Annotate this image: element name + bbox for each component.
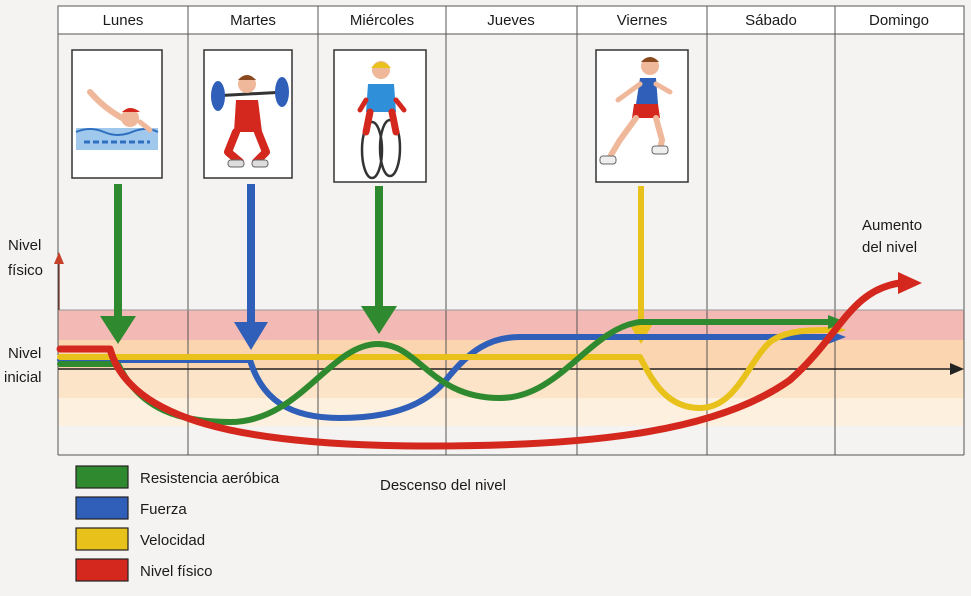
cyclist-icon [333, 49, 427, 183]
day-label-lunes: Lunes [103, 12, 144, 29]
arrow-miercoles-aerobic [361, 186, 397, 334]
adaptation-curves [56, 272, 922, 450]
svg-text:Nivel físico: Nivel físico [140, 563, 213, 580]
day-label-martes: Martes [230, 12, 276, 29]
label-aumento-2: del nivel [862, 239, 917, 256]
runner-icon [595, 49, 689, 183]
vertical-axis-marker [54, 252, 64, 310]
band-middle [58, 370, 964, 398]
day-grid [57, 5, 965, 456]
arrow-viernes-speed [628, 186, 654, 344]
legend-item-nivel-fisico: Nivel físico [75, 558, 213, 582]
label-nivel-inicial-2: inicial [4, 369, 42, 386]
label-nivel-fisico-2: físico [8, 262, 43, 279]
legend-item-fuerza: Fuerza [75, 496, 187, 520]
legend-item-velocidad: Velocidad [75, 527, 205, 551]
day-labels: Lunes Martes Miércoles Jueves Viernes Sá… [103, 12, 929, 29]
day-label-jueves: Jueves [487, 12, 535, 29]
header-frame [57, 5, 965, 35]
legend-item-resistencia: Resistencia aeróbica [75, 465, 280, 489]
weightlifter-icon [203, 49, 293, 179]
label-nivel-fisico-1: Nivel [8, 237, 41, 254]
swimmer-icon [71, 49, 163, 179]
curve-nivel-fisico [56, 279, 904, 450]
curve-fuerza [57, 334, 833, 421]
arrow-martes-strength [234, 184, 268, 350]
label-aumento-1: Aumento [862, 217, 922, 234]
svg-text:Fuerza: Fuerza [140, 501, 187, 518]
activity-cards [71, 49, 689, 183]
label-nivel-inicial-1: Nivel [8, 345, 41, 362]
activity-arrows [100, 184, 654, 350]
arrow-lunes-aerobic [100, 184, 136, 344]
day-label-domingo: Domingo [869, 12, 929, 29]
curve-velocidad [57, 327, 833, 411]
axis-labels: Nivel físico Nivel inicial Aumento del n… [4, 217, 922, 494]
day-label-sabado: Sábado [745, 12, 797, 29]
curve-nivel-fisico-head [898, 272, 922, 294]
day-label-miercoles: Miércoles [350, 12, 414, 29]
legend: Resistencia aeróbica Fuerza Velocidad Ni… [75, 465, 280, 582]
day-label-viernes: Viernes [617, 12, 668, 29]
svg-text:Velocidad: Velocidad [140, 532, 205, 549]
svg-text:Resistencia aeróbica: Resistencia aeróbica [140, 470, 280, 487]
label-descenso: Descenso del nivel [380, 477, 506, 494]
